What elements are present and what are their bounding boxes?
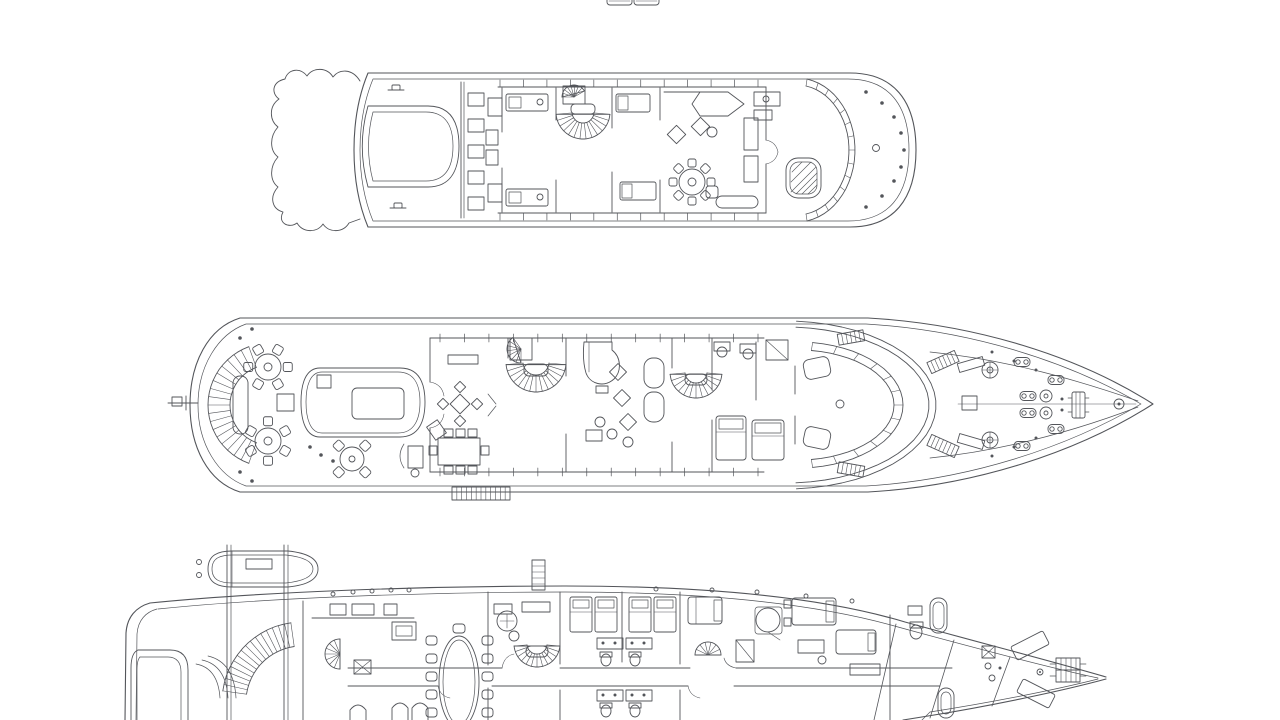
aft-sunpad xyxy=(300,367,426,438)
tender-boat xyxy=(207,550,319,588)
deck-ladder xyxy=(531,559,546,591)
stern-stair-hatch xyxy=(222,622,295,695)
aft-awning xyxy=(270,68,361,232)
bathtub xyxy=(929,597,948,634)
sky-lounge-staircase xyxy=(555,112,611,140)
grand-piano xyxy=(582,341,620,385)
main-deck-hull xyxy=(189,317,1154,493)
windshield-arc xyxy=(805,78,856,222)
crew-bunk xyxy=(1010,630,1050,661)
sun-deck-plan xyxy=(270,68,917,232)
swim-platform xyxy=(137,649,189,720)
lower-deck-plan xyxy=(124,544,1107,720)
dining-table xyxy=(437,437,481,466)
lower-deck-hull xyxy=(149,585,1107,678)
main-deck-plan xyxy=(167,317,1154,501)
jacuzzi xyxy=(785,157,822,199)
sun-deck-hull xyxy=(353,72,917,228)
stern-stair-fan xyxy=(207,346,257,464)
gangway xyxy=(451,486,511,501)
wheelhouse-console xyxy=(810,342,904,468)
anchor-windlass xyxy=(1071,391,1086,419)
grand-staircase xyxy=(505,362,567,393)
sky-lounge-dining-table xyxy=(668,158,716,206)
mast-detail-cutoff xyxy=(606,0,660,6)
crew-staircase xyxy=(513,644,561,668)
spa-pad xyxy=(361,105,460,188)
crew-mess-table xyxy=(438,635,480,720)
